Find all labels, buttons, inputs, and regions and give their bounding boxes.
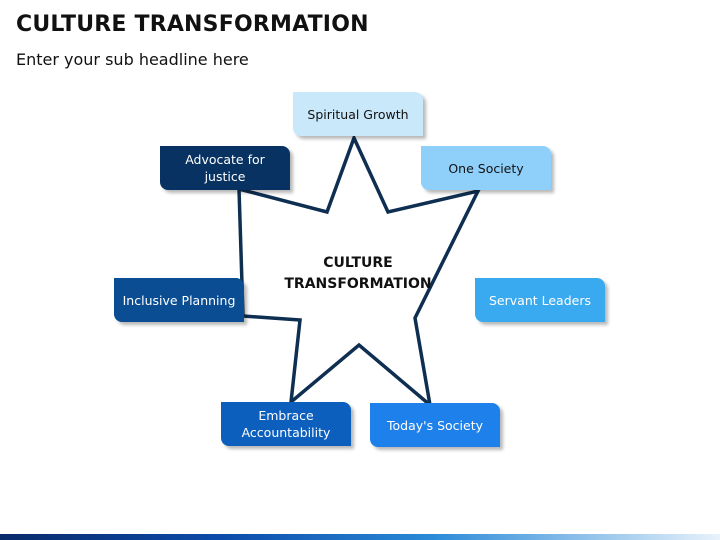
- node-one-society: One Society: [421, 146, 551, 190]
- node-label: Embrace Accountability: [241, 408, 331, 440]
- node-label: Advocate for justice: [185, 152, 265, 184]
- center-label-line-1: CULTURE: [323, 255, 393, 271]
- node-inclusive-planning: Inclusive Planning: [114, 278, 244, 322]
- node-advocate-for-justice: Advocate for justice: [160, 146, 290, 190]
- page-subtitle: Enter your sub headline here: [16, 50, 249, 69]
- center-label: CULTURE TRANSFORMATION: [258, 253, 458, 295]
- node-spiritual-growth: Spiritual Growth: [293, 92, 423, 136]
- star-shape: [237, 133, 482, 410]
- node-label: Inclusive Planning: [122, 292, 236, 308]
- node-embrace-accountability: Embrace Accountability: [221, 402, 351, 446]
- bottom-gradient-bar: [0, 534, 720, 540]
- node-label: Servant Leaders: [489, 292, 591, 308]
- node-label: Today's Society: [387, 417, 483, 433]
- node-servant-leaders: Servant Leaders: [475, 278, 605, 322]
- page-title: CULTURE TRANSFORMATION: [16, 12, 369, 37]
- node-todays-society: Today's Society: [370, 403, 500, 447]
- node-label: One Society: [448, 160, 524, 176]
- node-label: Spiritual Growth: [307, 106, 409, 122]
- center-label-line-2: TRANSFORMATION: [284, 276, 432, 292]
